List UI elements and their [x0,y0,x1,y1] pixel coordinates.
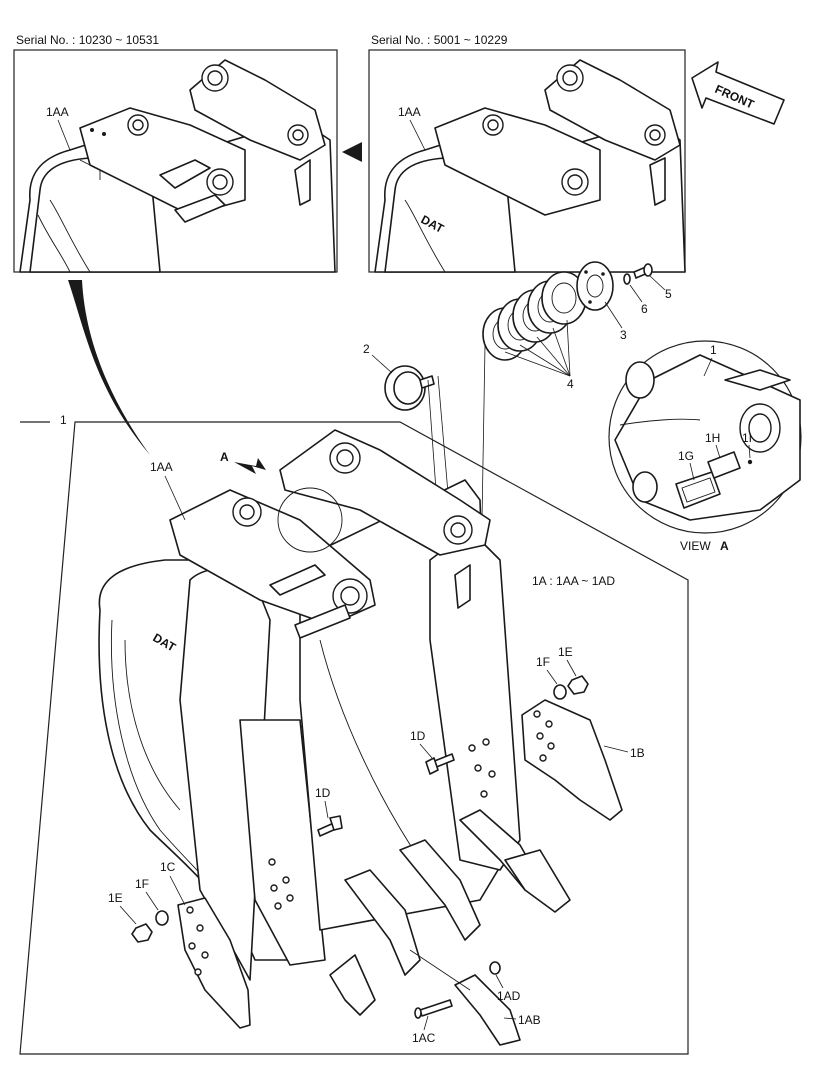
callout-4: 4 [567,377,574,391]
bolt-1D-upper [425,753,455,775]
callout-1C: 1C [160,860,176,874]
view-letter: A [720,539,729,553]
callout-1AC: 1AC [412,1031,436,1045]
assembly-note: 1A : 1AA ~ 1AD [532,574,615,588]
side-cutter-part-1C [177,897,251,1029]
inset-bucket-right: DAT [374,59,686,273]
callout-1-view: 1 [710,343,717,357]
lock-part-1AD [489,961,501,975]
view-a-arrow-letter: A [220,450,229,464]
callout-2: 2 [363,342,370,356]
plate-part-3 [576,261,614,311]
callout-1D-upper: 1D [410,729,426,743]
inset-leader-curve [68,280,150,455]
callout-1AD: 1AD [497,989,521,1003]
callout-1E-upper: 1E [558,645,573,659]
pin-part-1AC [414,999,453,1019]
callout-5: 5 [665,287,672,301]
main-frame [19,421,689,1055]
serial-label-right: Serial No. : 5001 ~ 10229 [371,33,508,47]
bolt-part-5 [633,263,653,279]
callout-1E-lower: 1E [108,891,123,905]
inset-bucket-left [19,59,336,273]
callout-1D-lower: 1D [315,786,331,800]
callout-6: 6 [641,302,648,316]
main-bucket: DAT [98,429,571,1046]
callout-1AB: 1AB [518,1013,541,1027]
callout-1B: 1B [630,746,645,760]
inset-pointer-arrow [342,142,362,162]
pin-collar-part-2 [384,365,435,411]
view-a-arrow [234,458,266,474]
bolt-1D-lower [317,815,343,837]
callout-1-main: 1 [60,413,67,427]
front-direction-arrow: FRONT [691,61,785,125]
shim-stack-part-4 [482,271,587,361]
serial-label-left: Serial No. : 10230 ~ 10531 [16,33,159,47]
side-cutter-part-1B [521,699,623,821]
view-a-detail [608,340,802,534]
callout-1F-upper: 1F [536,655,550,669]
view-a-caption: VIEW A [680,539,729,553]
washer-1F-lower [155,910,169,926]
callout-1AA-left: 1AA [46,105,69,119]
nut-1E-upper [567,675,589,695]
callout-1H: 1H [705,431,720,445]
callout-1AA-right: 1AA [398,105,421,119]
washer-part-6 [623,273,631,285]
callout-3: 3 [620,328,627,342]
nut-1E-lower [131,923,153,943]
callout-1G: 1G [678,449,694,463]
callout-1AA-main: 1AA [150,460,173,474]
washer-1F-upper [553,684,567,700]
callout-1F-lower: 1F [135,877,149,891]
view-word: VIEW [680,539,711,553]
callout-1I: 1I [742,431,752,445]
